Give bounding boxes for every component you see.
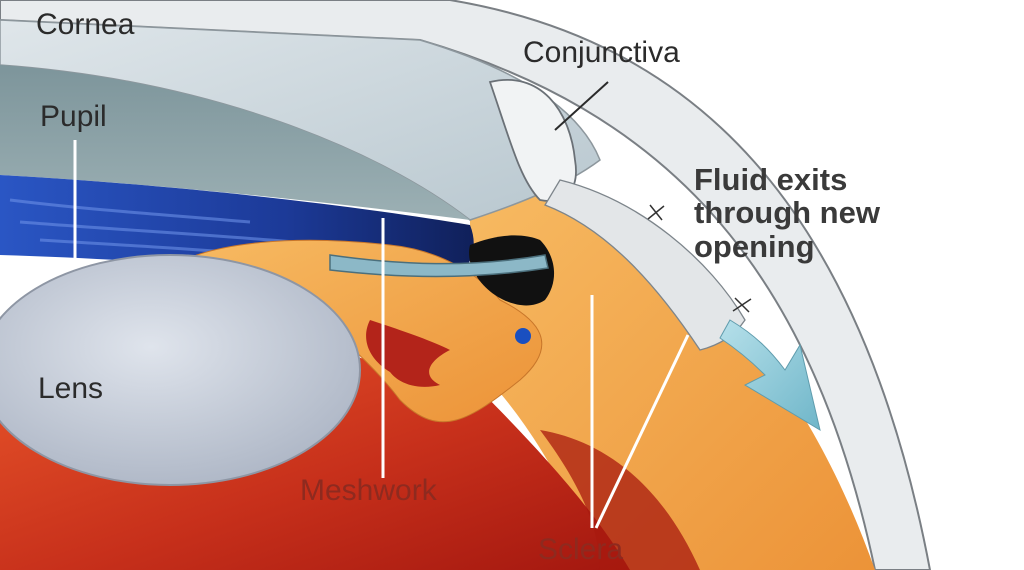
fluid-exit-callout: Fluid exits through new opening (694, 162, 880, 264)
suture-lower (732, 297, 752, 313)
blood-vessel-dot (515, 328, 531, 344)
callout-line-1: Fluid exits (694, 162, 848, 197)
choroid-outer (540, 430, 700, 570)
pupil-label: Pupil (40, 100, 107, 133)
callout-line-2: through new (694, 195, 880, 231)
conjunctiva-leader-line (554, 81, 609, 131)
suture-upper (647, 204, 665, 221)
anterior-chamber (0, 65, 470, 220)
fluid-flow-arrow (719, 319, 821, 432)
meshwork-label: Meshwork (300, 474, 437, 507)
sclera-label: Sclera (538, 533, 624, 566)
conjunctiva-label: Conjunctiva (523, 36, 680, 69)
outer-eyeball-rim (0, 0, 932, 570)
callout-line-3: opening (694, 228, 815, 264)
cornea-label: Cornea (36, 8, 135, 41)
ciliary-processes (366, 320, 450, 387)
sclera-leader-line-2 (594, 334, 690, 529)
lens-label: Lens (38, 372, 104, 405)
lens-shape (0, 254, 361, 486)
